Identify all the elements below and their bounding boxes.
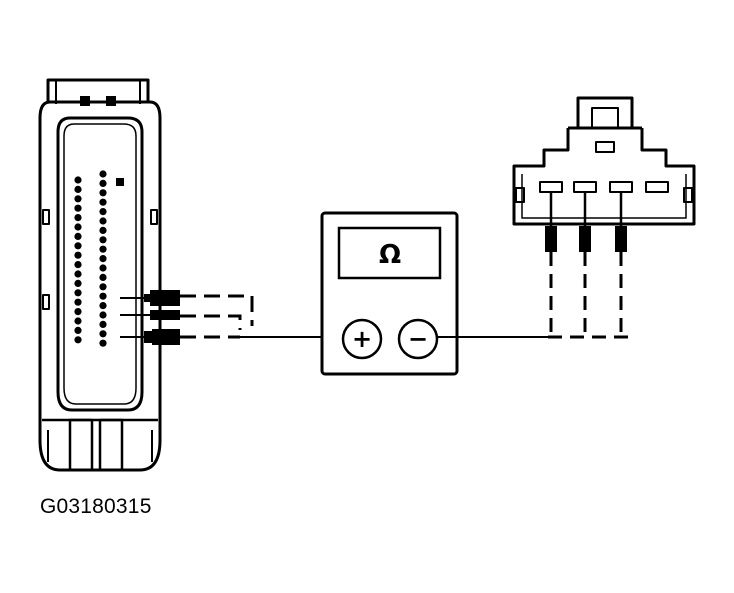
pin: [99, 208, 107, 216]
pin: [74, 195, 82, 203]
pin: [99, 283, 107, 291]
pin: [99, 302, 107, 310]
pin: [99, 330, 107, 338]
pin: [74, 336, 82, 344]
pin: [99, 226, 107, 234]
pin: [99, 292, 107, 300]
ohm-symbol: Ω: [379, 240, 401, 270]
pin: [99, 245, 107, 253]
pin: [74, 185, 82, 193]
pin: [99, 320, 107, 328]
pin: [74, 232, 82, 240]
pin: [99, 255, 107, 263]
pin: [99, 236, 107, 244]
pin: [74, 270, 82, 278]
pin: [99, 198, 107, 206]
pin: [74, 308, 82, 316]
component-probes: [545, 226, 627, 252]
pin: [99, 311, 107, 319]
ohmmeter: [320, 211, 459, 376]
minus-label: −: [408, 325, 428, 353]
component-connector: [512, 96, 696, 226]
pin: [99, 179, 107, 187]
connector-probes: [120, 290, 180, 345]
minus-terminal: [397, 318, 439, 360]
pin: [99, 273, 107, 281]
component-dashed-leads: [548, 252, 628, 339]
pin: [74, 176, 82, 184]
pin: [99, 339, 107, 347]
plus-label: +: [352, 325, 372, 353]
pin: [74, 298, 82, 306]
pin: [74, 204, 82, 212]
pin: [74, 214, 82, 222]
pin: [99, 217, 107, 225]
pin: [74, 326, 82, 334]
pin: [74, 289, 82, 297]
pin: [74, 279, 82, 287]
pin: [74, 251, 82, 259]
connector-pins: [74, 170, 124, 347]
pin: [99, 264, 107, 272]
meter-display: [337, 226, 442, 280]
pin: [74, 261, 82, 269]
module-connector: [38, 78, 162, 472]
pin: [99, 189, 107, 197]
pin: [74, 317, 82, 325]
pin: [74, 223, 82, 231]
connector-dashed-leads: [180, 294, 254, 339]
plus-terminal: [341, 318, 383, 360]
pin: [99, 170, 107, 178]
pin: [74, 242, 82, 250]
figure-id-caption: G03180315: [40, 495, 152, 518]
